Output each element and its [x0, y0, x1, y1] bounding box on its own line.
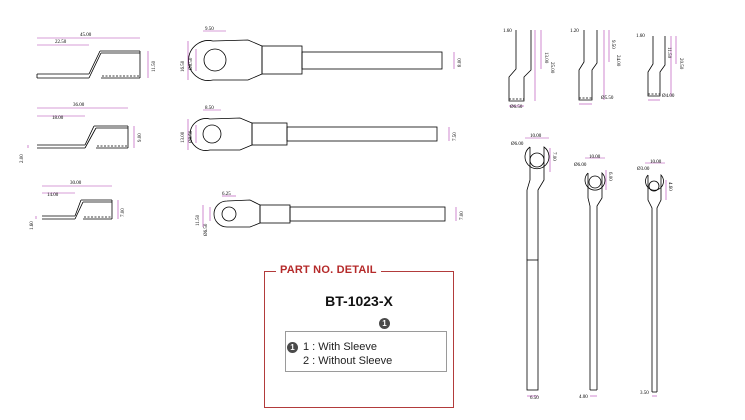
dim-text: 14.00 — [47, 193, 59, 198]
long-view-b — [584, 172, 606, 391]
dim-text: 10.00 — [530, 134, 542, 139]
dim-text: 6.25 — [222, 192, 231, 197]
option-with-sleeve: 1 : With Sleeve — [303, 341, 377, 353]
dim-text: 9.00 — [138, 133, 143, 142]
options-box — [285, 331, 447, 372]
dim-text: 22.50 — [55, 40, 67, 45]
dim-text: 45.00 — [80, 33, 92, 38]
dim-text: 3.50 — [640, 391, 649, 396]
dim-text: 8.50 — [205, 106, 214, 111]
dim-text: 7.00 — [121, 208, 126, 217]
dim-text: 13.00 — [543, 52, 548, 64]
dim-text: 20.50 — [678, 58, 683, 70]
marker-badge: 1 — [379, 318, 390, 329]
dimension-lines — [27, 30, 677, 397]
top-view-c — [213, 199, 446, 228]
dim-text: Ø6.00 — [511, 142, 524, 147]
dim-text: Ø8.50 — [189, 130, 194, 143]
long-view-c — [645, 174, 664, 393]
dim-text: Ø4.00 — [662, 94, 675, 99]
dim-text: 9.50 — [205, 27, 214, 32]
dim-text: 1.60 — [30, 221, 35, 230]
dim-text: 1.60 — [636, 34, 645, 39]
dim-text: 7.00 — [551, 152, 556, 161]
dim-text: 11.50 — [152, 60, 157, 72]
dim-text: 24.00 — [615, 55, 620, 67]
small-side-view-c — [647, 36, 666, 97]
dim-text: Ø6.50 — [204, 223, 209, 236]
dim-text: 6.00 — [607, 172, 612, 181]
part-detail-title: PART NO. DETAIL — [276, 264, 381, 276]
top-view-b — [189, 117, 438, 151]
dim-text: 1.60 — [503, 29, 512, 34]
dim-text: Ø3.00 — [637, 167, 650, 172]
dim-text: Ø5.50 — [601, 96, 614, 101]
dim-text: 4.60 — [667, 182, 672, 191]
dim-text: 8.00 — [458, 58, 463, 67]
small-side-view-b — [578, 30, 598, 101]
dim-text: 7.50 — [453, 132, 458, 141]
dim-text: 18.00 — [52, 116, 64, 121]
dim-text: 30.00 — [70, 181, 82, 186]
dim-text: 16.50 — [181, 60, 186, 72]
dim-text: 13.00 — [181, 131, 186, 143]
dim-text: 10.00 — [589, 155, 601, 160]
dim-text: 10.00 — [650, 160, 662, 165]
dim-text: 11.50 — [196, 214, 201, 226]
dim-text: 36.00 — [73, 103, 85, 108]
dim-text: 6.50 — [530, 396, 539, 401]
dim-text: 2.00 — [20, 154, 25, 163]
dim-text: Ø8.50 — [189, 57, 194, 70]
dim-text: 4.00 — [579, 395, 588, 400]
dim-text: 1.20 — [570, 29, 579, 34]
top-view-a — [188, 39, 443, 81]
small-side-view-a — [508, 30, 532, 102]
dim-text: 11.50 — [666, 47, 671, 59]
dim-text: 7.00 — [460, 211, 465, 220]
long-view-a — [524, 146, 550, 391]
side-view-c — [42, 199, 113, 220]
marker-badge-options: 1 — [287, 342, 298, 353]
dim-text: Ø6.50 — [510, 105, 523, 110]
option-without-sleeve: 2 : Without Sleeve — [303, 355, 393, 367]
dim-text: 25.00 — [549, 62, 554, 74]
dim-text: Ø6.00 — [574, 163, 587, 168]
side-view-b — [37, 125, 129, 149]
side-view-a — [36, 50, 141, 79]
part-number: BT-1023-X — [325, 293, 393, 309]
dim-text: 9.50 — [610, 40, 615, 49]
